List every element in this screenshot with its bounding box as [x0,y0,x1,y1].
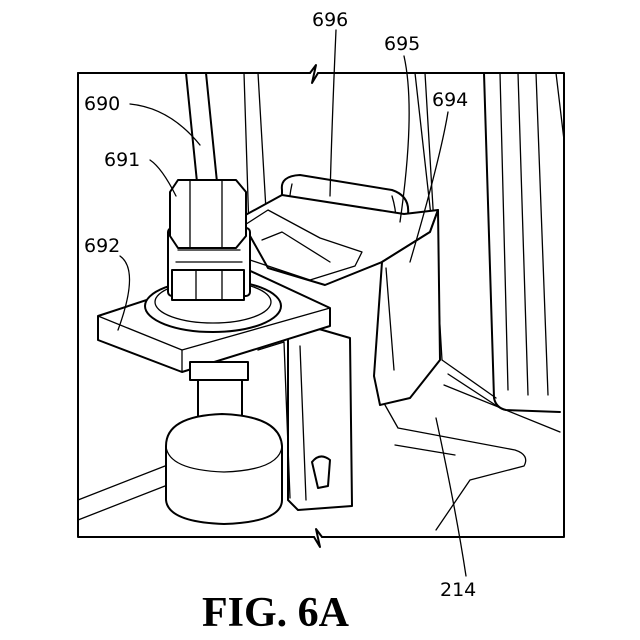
label-696: 696 [312,9,348,31]
label-695: 695 [384,33,420,55]
label-690: 690 [84,93,120,115]
fitting-691 [168,180,250,300]
label-694: 694 [432,89,468,111]
cable-690 [186,73,218,192]
figure-caption: FIG. 6A [202,590,350,636]
label-214: 214 [440,579,476,601]
label-691: 691 [104,149,140,171]
label-692: 692 [84,235,120,257]
